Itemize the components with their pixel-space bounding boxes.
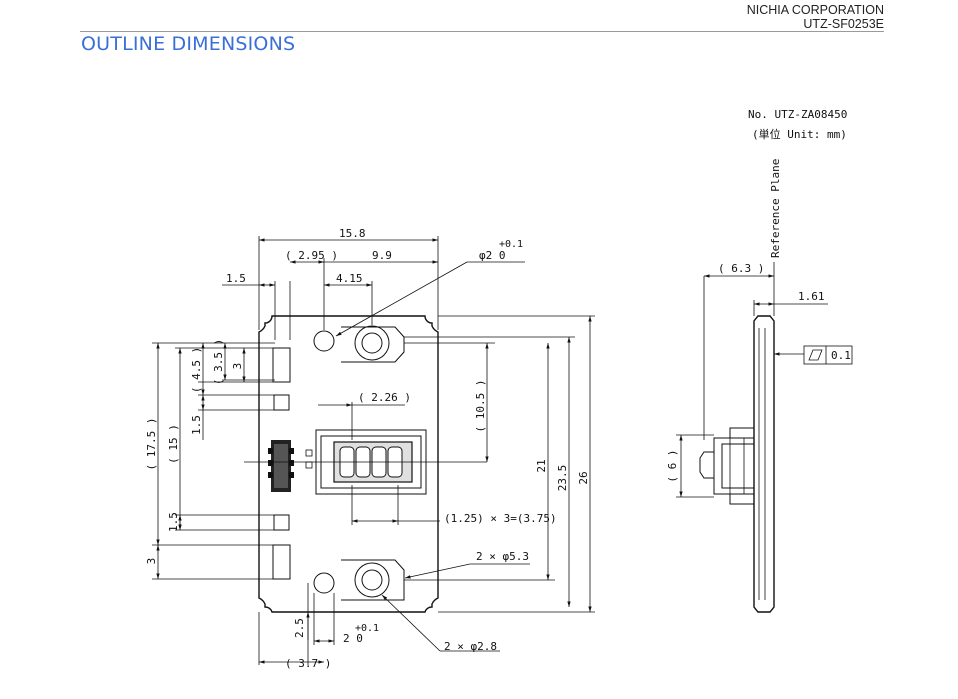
dim-1-5-mid: 1.5 — [190, 415, 203, 435]
reference-plane-label: Reference Plane — [769, 159, 782, 258]
dim-side-6-3: ( 6.3 ) — [718, 262, 764, 275]
dim-3-7: ( 3.7 ) — [285, 657, 331, 670]
top-slot — [341, 326, 405, 363]
dim-pitch: (1.25) × 3=(3.75) — [444, 512, 557, 525]
dim-3-low: 3 — [145, 558, 158, 565]
dim-1-5-top: 1.5 — [226, 272, 246, 285]
flatness-icon — [808, 349, 823, 361]
drawing-number: No. UTZ-ZA08450 — [748, 108, 847, 121]
flatness-value: 0.1 — [831, 349, 851, 362]
front-dimensions: 15.8 ( 2.95 ) 9.9 1.5 4.15 +0.1 φ2 0 ( 1… — [145, 227, 595, 670]
dim-2-95: ( 2.95 ) — [285, 249, 338, 262]
side-view: Reference Plane ( 6.3 ) 1.61 0.1 — [666, 159, 853, 613]
dim-side-6: ( 6 ) — [666, 449, 679, 482]
bottom-tolerance: +0.1 — [355, 623, 379, 634]
hole-diameter: φ2 0 — [479, 249, 506, 262]
dim-2-26: ( 2.26 ) — [358, 391, 411, 404]
dim-2-5: 2.5 — [293, 618, 306, 638]
dim-width: 15.8 — [339, 227, 366, 240]
connector — [268, 440, 313, 492]
page-title: OUTLINE DIMENSIONS — [81, 33, 296, 55]
header-divider — [80, 31, 884, 32]
dim-4-15: 4.15 — [336, 272, 363, 285]
dim-1-5-low: 1.5 — [167, 512, 180, 532]
hole-tolerance: +0.1 — [499, 239, 523, 250]
dim-10-5: ( 10.5 ) — [474, 380, 487, 433]
document-code: UTZ-SF0253E — [803, 17, 884, 31]
dim-side-1-61: 1.61 — [798, 290, 825, 303]
dim-9-9: 9.9 — [372, 249, 392, 262]
dim-17-5: ( 17.5 ) — [145, 418, 158, 471]
dim-21: 21 — [535, 459, 548, 472]
header-block: NICHIA CORPORATION UTZ-SF0253E — [747, 3, 884, 31]
slot-callout: 2 × φ5.3 — [476, 550, 529, 563]
unit-note: (単位 Unit: mm) — [752, 127, 847, 141]
dim-26: 26 — [577, 471, 590, 484]
dim-3: 3 — [231, 363, 244, 370]
front-view — [244, 315, 487, 613]
dim-15: ( 15 ) — [167, 424, 180, 464]
bottom-diameter: 2 0 — [343, 632, 363, 645]
dim-3-5: ( 3.5 ) — [212, 339, 225, 385]
dim-4-5: ( 4.5 ) — [190, 347, 203, 393]
holes-callout: 2 × φ2.8 — [444, 640, 497, 653]
dim-23-5: 23.5 — [556, 465, 569, 492]
company-name: NICHIA CORPORATION — [746, 3, 884, 17]
